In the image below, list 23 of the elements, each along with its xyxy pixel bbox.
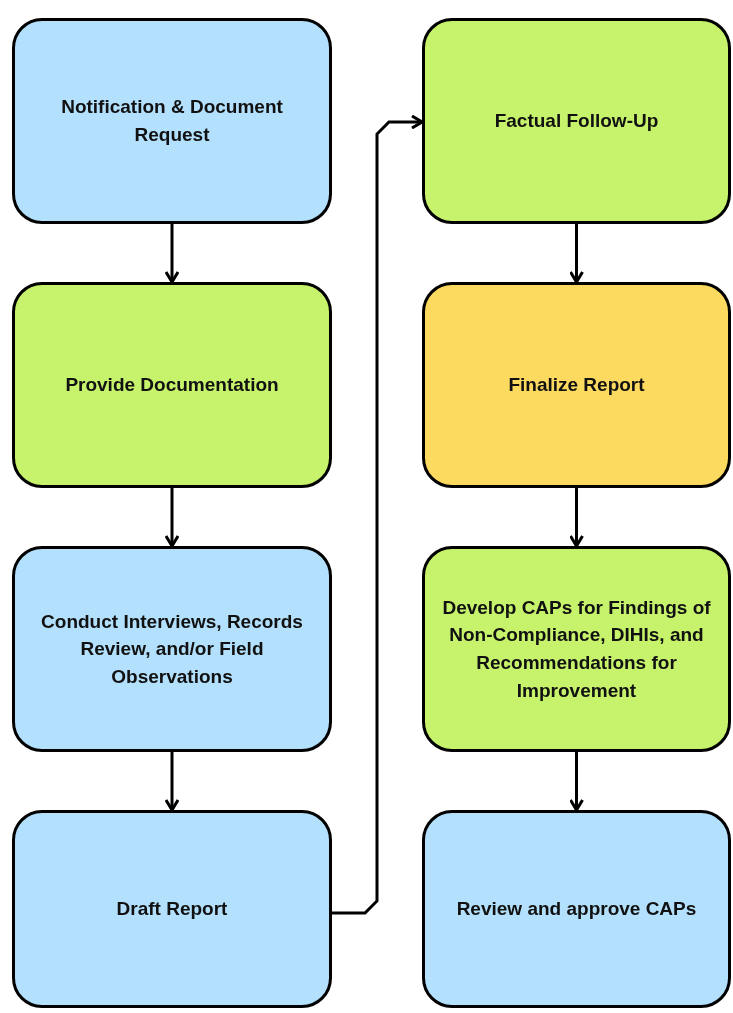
arrow	[332, 114, 424, 915]
step-label: Provide Documentation	[65, 373, 279, 398]
step-label: Draft Report	[116, 897, 228, 922]
step-label: Review and approve CAPs	[456, 897, 697, 922]
process-box	[422, 18, 731, 224]
process-box	[422, 810, 731, 1008]
step-label: Factual Follow-Up	[494, 109, 659, 134]
arrow	[164, 224, 180, 284]
step-label: Finalize Report	[508, 373, 645, 398]
process-box	[12, 810, 332, 1008]
arrow	[164, 488, 180, 548]
step-label: Conduct Interviews, Records Review, and/or Field Observations	[40, 609, 304, 689]
process-box	[12, 282, 332, 488]
process-box	[12, 18, 332, 224]
process-box	[12, 546, 332, 752]
process-box	[422, 282, 731, 488]
arrow	[569, 224, 584, 284]
arrow	[569, 752, 584, 812]
step-label: Notification & Document Request	[60, 95, 284, 147]
arrow	[164, 752, 180, 812]
process-box	[422, 546, 731, 752]
step-label: Develop CAPs for Findings of Non-Compliance, DIHIs, and Recommendations for Improvement	[441, 595, 712, 703]
arrow	[569, 488, 584, 548]
